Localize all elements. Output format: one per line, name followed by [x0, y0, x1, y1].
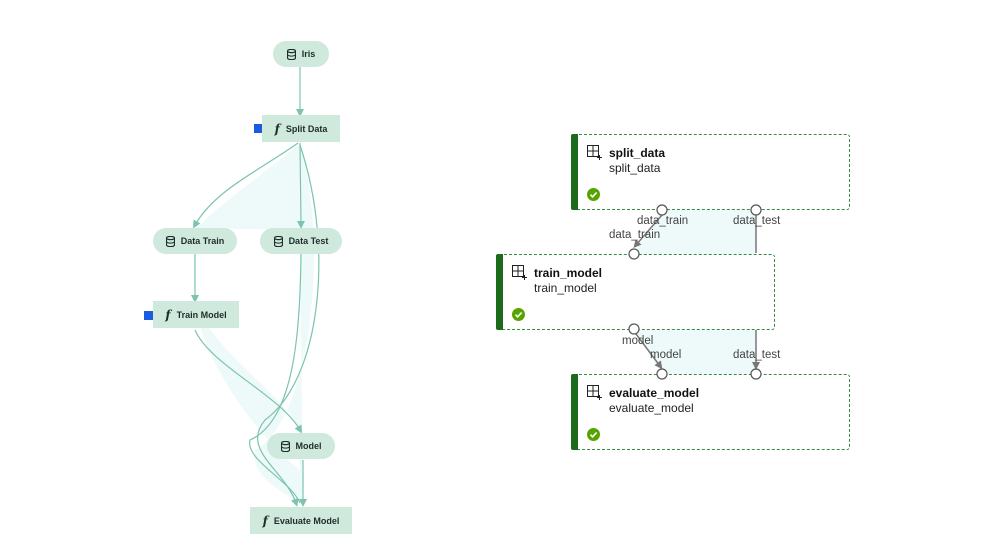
success-check-icon [587, 426, 600, 445]
node-split-data[interactable]: f Split Data [262, 115, 340, 142]
function-icon: f [274, 121, 280, 136]
step-status-bar [571, 374, 578, 450]
node-label: Train Model [176, 309, 227, 320]
table-icon [587, 385, 602, 404]
node-model[interactable]: Model [267, 433, 335, 459]
step-status-bar [571, 134, 578, 210]
function-icon: f [165, 307, 171, 322]
port-label: model [650, 349, 682, 361]
port-label: data_test [733, 215, 781, 227]
selection-marker [144, 311, 153, 320]
step-title: split_data [609, 146, 666, 160]
step-title: evaluate_model [609, 386, 700, 400]
step-title: train_model [534, 266, 603, 280]
node-train-model[interactable]: f Train Model [153, 301, 239, 328]
node-label: Data Train [180, 236, 225, 246]
node-iris[interactable]: Iris [273, 41, 329, 67]
database-icon [280, 440, 290, 452]
database-icon [286, 48, 296, 60]
node-data-test[interactable]: Data Test [260, 228, 342, 254]
port-label: data_train [609, 229, 661, 241]
node-evaluate-model[interactable]: f Evaluate Model [250, 507, 352, 534]
edge-test-evaluate [249, 252, 302, 504]
edge-trainmodel-model [194, 329, 302, 434]
edge-split-test [296, 142, 305, 229]
selection-marker [254, 124, 263, 133]
step-train-model[interactable]: train_model train_model [496, 254, 775, 330]
node-label: Model [295, 441, 322, 451]
step-subtitle: split_data [609, 161, 661, 175]
port-label: model [622, 335, 654, 347]
step-evaluate-model[interactable]: evaluate_model evaluate_model [571, 374, 850, 450]
step-status-bar [496, 254, 503, 330]
success-check-icon [512, 306, 525, 325]
step-subtitle: train_model [534, 281, 597, 295]
node-label: Data Test [288, 236, 329, 246]
edge-split-train [193, 142, 299, 229]
node-data-train[interactable]: Data Train [153, 228, 237, 254]
pipeline-highlight-1 [634, 210, 756, 254]
port-label: data_test [733, 349, 781, 361]
function-icon: f [262, 513, 268, 528]
port-label: data_train [637, 215, 689, 227]
edge-highlight-region [195, 143, 314, 505]
node-label: Iris [301, 49, 316, 59]
pipeline-highlight-2 [634, 329, 756, 374]
node-label: Evaluate Model [273, 515, 340, 526]
step-subtitle: evaluate_model [609, 401, 694, 415]
node-label: Split Data [285, 123, 328, 134]
table-icon [587, 145, 602, 164]
table-icon [512, 265, 527, 284]
pipeline-edge-train [633, 214, 663, 249]
success-check-icon [587, 186, 600, 205]
database-icon [273, 235, 283, 247]
step-split-data[interactable]: split_data split_data [571, 134, 850, 210]
database-icon [165, 235, 175, 247]
pipeline-edge-model [635, 333, 663, 370]
